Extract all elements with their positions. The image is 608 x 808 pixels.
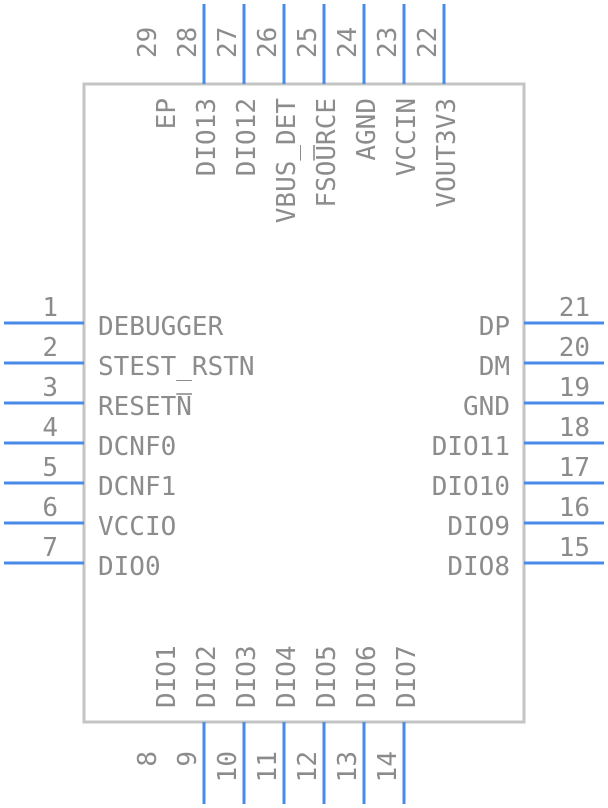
- pin-number: 15: [559, 533, 590, 563]
- pin-name: DIO6: [352, 645, 382, 708]
- pin-name: RESETN: [98, 392, 192, 422]
- pin-number: 20: [559, 333, 590, 363]
- pin-bottom-11: 11 DIO4: [253, 645, 302, 804]
- pin-number: 4: [42, 413, 58, 443]
- pin-name: VOUT3V3: [432, 98, 462, 208]
- pin-name: DIO0: [98, 552, 161, 582]
- pin-number: 18: [559, 413, 590, 443]
- pin-number: 27: [213, 27, 243, 58]
- pin-number: 22: [413, 27, 443, 58]
- pin-name: DCNF1: [98, 472, 176, 502]
- pin-name: VCCIO: [98, 512, 176, 542]
- pin-bottom-9: 9 DIO2: [173, 645, 222, 804]
- pin-number: 17: [559, 453, 590, 483]
- pin-name: DIO8: [447, 552, 510, 582]
- pin-bottom-10: 10 DIO3: [213, 645, 262, 804]
- pin-bottom-12: 12 DIO5: [293, 645, 342, 804]
- top-pin-group: 29EP28DIO1327DIO1226VBUS_DET25FSOURCE24A…: [133, 4, 462, 223]
- pin-name: GND: [463, 392, 510, 422]
- pin-number: 1: [42, 293, 58, 323]
- pin-name: DIO9: [447, 512, 510, 542]
- pin-bottom-14: 14 DIO7: [373, 645, 422, 804]
- pin-number: 28: [173, 27, 203, 58]
- pin-name: DIO11: [432, 432, 510, 462]
- pin-number: 12: [293, 751, 323, 782]
- pin-number: 26: [253, 27, 283, 58]
- pin-number: 24: [333, 27, 363, 58]
- pin-number: 6: [42, 493, 58, 523]
- pin-number: 3: [42, 373, 58, 403]
- pin-number: 14: [373, 751, 403, 782]
- pin-name: DIO3: [232, 645, 262, 708]
- pin-name: DIO4: [272, 645, 302, 708]
- pin-number: 11: [253, 751, 283, 782]
- pin-name: DIO1: [152, 645, 182, 708]
- pin-name: DCNF0: [98, 432, 176, 462]
- pin-number: 16: [559, 493, 590, 523]
- pin-number: 19: [559, 373, 590, 403]
- pin-number: 5: [42, 453, 58, 483]
- pin-number: 21: [559, 293, 590, 323]
- pin-bottom-13: 13 DIO6: [333, 645, 382, 804]
- pin-number: 29: [133, 27, 163, 58]
- pin-number: 23: [373, 27, 403, 58]
- pin-number: 7: [42, 533, 58, 563]
- bottom-pin-group: 8 DIO1 9 DIO2 10 DIO3 11 DIO4 12 DIO5 13 DIO6 14 DIO7: [133, 645, 422, 804]
- pin-name: DIO2: [192, 645, 222, 708]
- pin-number: 10: [213, 751, 243, 782]
- pin-number: 8: [133, 751, 163, 767]
- pin-bottom-8: 8 DIO1: [133, 645, 182, 766]
- pin-name: STEST_RSTN: [98, 352, 255, 382]
- pin-name: VBUS_DET: [272, 98, 302, 224]
- pin-name: VCCIN: [392, 98, 422, 176]
- left-pin-group: 1DEBUGGER2STEST_RSTN3RESETN4DCNF05DCNF16…: [4, 293, 255, 582]
- pin-name: DIO7: [392, 645, 422, 708]
- pin-number: 2: [42, 333, 58, 363]
- pin-name: DIO10: [432, 472, 510, 502]
- pin-name: DP: [479, 312, 510, 342]
- pin-name: DM: [479, 352, 510, 382]
- pin-name: DEBUGGER: [98, 312, 224, 342]
- pin-name: DIO12: [232, 98, 262, 176]
- pin-name: EP: [152, 98, 182, 129]
- pin-name: DIO13: [192, 98, 222, 176]
- pin-name: DIO5: [312, 645, 342, 708]
- pin-name: AGND: [352, 98, 382, 161]
- pin-number: 25: [293, 27, 323, 58]
- pin-name: FSOURCE: [312, 98, 342, 208]
- pin-number: 9: [173, 751, 203, 767]
- pin-number: 13: [333, 751, 363, 782]
